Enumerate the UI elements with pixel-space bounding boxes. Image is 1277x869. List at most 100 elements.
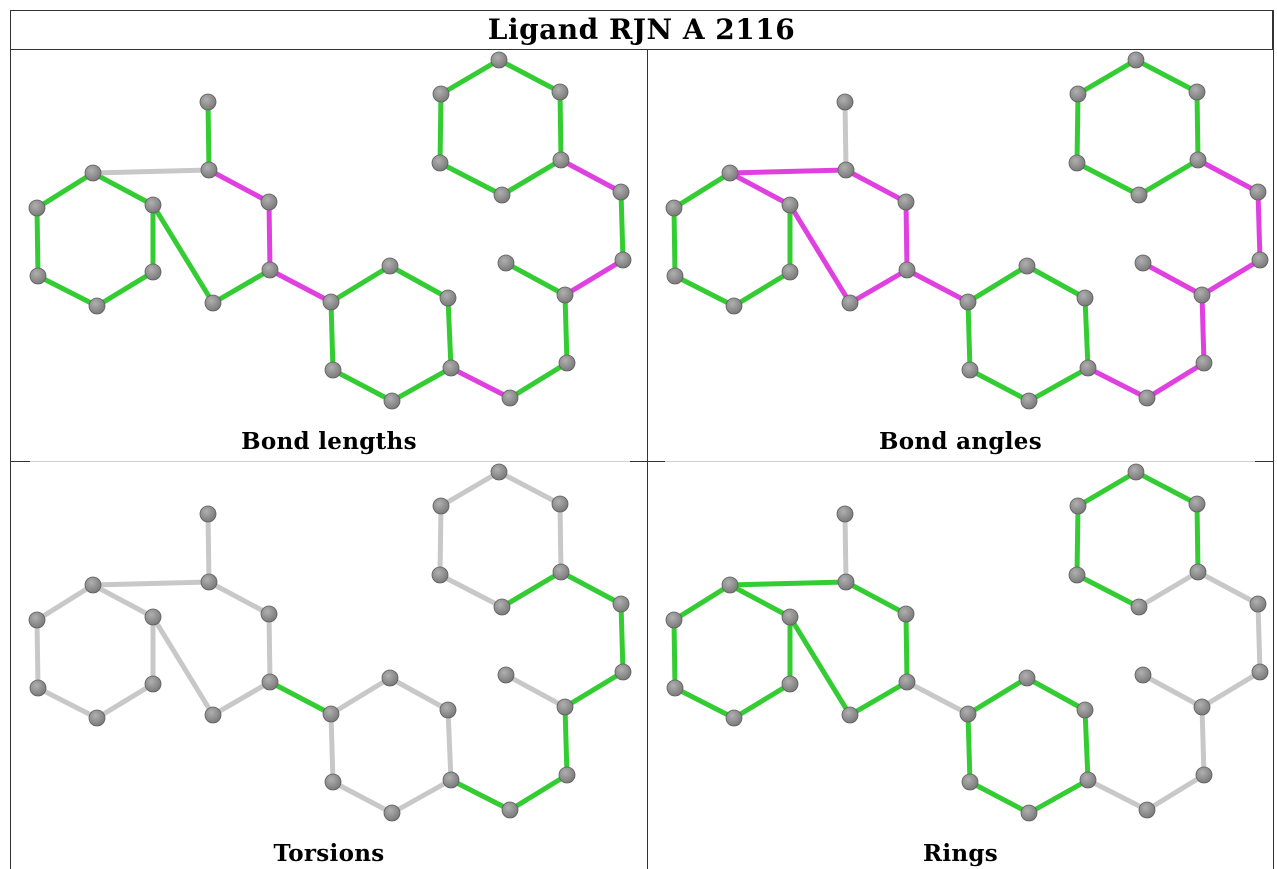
atom-a4: [781, 675, 799, 693]
atom-a15: [1020, 392, 1038, 410]
atom-a25: [431, 566, 449, 584]
bond-a10-a3: [787, 202, 853, 306]
atom-a5: [88, 709, 106, 727]
atom-a5: [725, 709, 743, 727]
bond-a22-a23: [1195, 569, 1261, 607]
atom-a3: [781, 196, 799, 214]
atom-a20: [497, 666, 515, 684]
right-border: [1273, 10, 1274, 869]
bond-a6-a1: [671, 617, 678, 691]
bond-a13-a14: [445, 295, 454, 371]
atom-a22: [612, 595, 630, 613]
atom-a13: [1076, 701, 1094, 719]
row-divider-right: [1255, 461, 1274, 462]
bond-a10-a3: [150, 614, 216, 718]
atom-a26: [1069, 497, 1087, 515]
bond-a9-a10: [210, 267, 273, 306]
bond-a1-a2: [34, 170, 96, 211]
bond-a9-a11: [267, 679, 334, 717]
atom-a28: [551, 495, 569, 513]
atom-a20: [1134, 666, 1152, 684]
bond-a19-a21: [1199, 257, 1263, 298]
atom-a18: [1195, 766, 1213, 784]
atom-a18: [558, 354, 576, 372]
atom-a30: [199, 505, 217, 523]
caption-bond-angles: Bond angles: [879, 428, 1042, 455]
atom-a7: [200, 573, 218, 591]
atom-a13: [1076, 289, 1094, 307]
bond-a10-a3: [787, 614, 853, 718]
atom-a30: [836, 505, 854, 523]
bond-a4-a5: [94, 269, 156, 309]
bond-a14-a15: [389, 365, 454, 404]
atom-a14: [442, 359, 460, 377]
bond-a21-a22: [618, 601, 626, 675]
bond-a23-a24: [499, 157, 564, 198]
bond-a4-a5: [94, 681, 156, 721]
bond-a11-a12: [965, 675, 1030, 717]
atom-a11: [959, 705, 977, 723]
molecule-bond-lengths: [28, 51, 632, 410]
atom-a6: [666, 679, 684, 697]
atom-a12: [381, 257, 399, 275]
bond-a21-a22: [618, 189, 626, 263]
bond-a11-a12: [965, 263, 1030, 305]
bond-a12-a13: [387, 263, 451, 301]
atom-a21: [614, 663, 632, 681]
atom-a7: [837, 573, 855, 591]
atom-a17: [501, 801, 519, 819]
atom-a6: [666, 267, 684, 285]
bond-a8-a9: [266, 199, 273, 273]
bond-a17-a18: [1144, 360, 1207, 401]
atom-a25: [1068, 154, 1086, 172]
atom-a20: [1134, 254, 1152, 272]
bond-a2-a7: [90, 167, 212, 176]
bond-a12-a13: [1024, 263, 1088, 301]
bond-a15-a16: [330, 367, 395, 404]
bond-a19-a21: [1199, 669, 1263, 710]
bond-a5-a6: [672, 273, 737, 309]
atom-a23: [1189, 563, 1207, 581]
bond-a2-a7: [90, 579, 212, 588]
atom-a8: [897, 605, 915, 623]
caption-torsions: Torsions: [273, 840, 385, 867]
atom-a23: [552, 151, 570, 169]
bond-a7-a8: [843, 579, 909, 617]
bond-a11-a12: [328, 263, 393, 305]
atom-a15: [383, 804, 401, 822]
atom-a9: [261, 261, 279, 279]
atom-a7: [837, 161, 855, 179]
bond-a24-a25: [437, 572, 505, 610]
bond-a14-a17: [448, 365, 513, 401]
atom-a22: [1249, 183, 1267, 201]
bond-a9-a10: [847, 267, 910, 306]
bond-a25-a26: [1074, 91, 1081, 166]
bond-a14-a15: [1026, 365, 1091, 404]
bond-a24-a25: [437, 160, 505, 198]
bond-a4-a5: [731, 269, 793, 309]
bond-a24-a25: [1074, 160, 1142, 198]
atom-a1: [665, 611, 683, 629]
bond-a2-a3: [90, 170, 156, 208]
atom-a18: [1195, 354, 1213, 372]
bond-a5-a6: [35, 273, 100, 309]
bond-a8-a9: [903, 611, 910, 685]
bond-a7-a30: [842, 511, 849, 585]
bond-a1-a2: [671, 170, 733, 211]
atom-a15: [1020, 804, 1038, 822]
bond-a12-a13: [1024, 675, 1088, 713]
atom-a12: [381, 669, 399, 687]
atom-a24: [1130, 186, 1148, 204]
bond-a25-a26: [437, 503, 444, 578]
bond-a13-a14: [445, 707, 454, 783]
atom-a2: [721, 164, 739, 182]
bond-a25-a26: [437, 91, 444, 166]
bond-a27-a28: [1133, 469, 1200, 507]
atom-a20: [497, 254, 515, 272]
bond-a18-a19: [562, 292, 570, 366]
bond-a16-a11: [328, 711, 336, 785]
atom-a19: [556, 286, 574, 304]
atom-a24: [493, 186, 511, 204]
atom-a18: [558, 766, 576, 784]
